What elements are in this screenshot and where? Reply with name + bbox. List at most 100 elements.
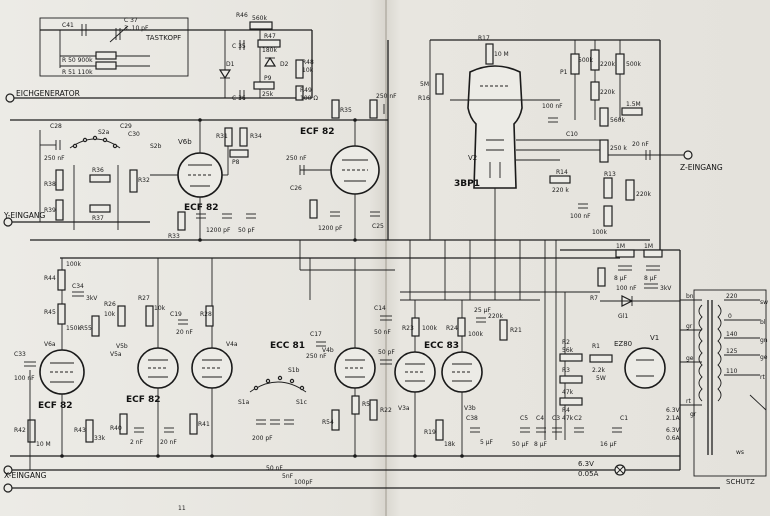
label-r3-val: 47k	[562, 389, 574, 396]
diode-d2	[263, 56, 277, 67]
resistor-r32	[129, 169, 138, 193]
label-s1c: S1c	[296, 399, 307, 406]
junction	[210, 454, 214, 458]
label-v4b: V4b	[322, 347, 334, 354]
label-r32: R32	[138, 177, 150, 184]
label-r50: R 50 900k	[62, 57, 93, 64]
label-r4-val: 47k	[562, 415, 574, 422]
switch-contact	[299, 385, 305, 391]
potentiometer-p1[interactable]	[570, 53, 580, 75]
resistor-r14	[549, 175, 571, 184]
switch-contact	[102, 137, 108, 143]
label-r43: R43	[74, 427, 86, 434]
terminal-ground[interactable]	[3, 483, 13, 493]
label-ecf82-v6a: ECF 82	[38, 401, 73, 411]
label-r39: R39	[44, 207, 56, 214]
terminal-z-eingang[interactable]	[683, 150, 693, 160]
label-v4a: V4a	[226, 341, 238, 348]
resistor-r39	[55, 199, 64, 221]
label-r21: R21	[510, 327, 522, 334]
label-v5b: V5b	[116, 343, 128, 350]
resistor-r37	[89, 204, 111, 213]
label-lamp: 6.3V	[578, 460, 594, 468]
resistor-r35	[331, 99, 340, 119]
switch-contact	[72, 143, 78, 149]
label-eichgenerator: EICHGENERATOR	[16, 89, 80, 98]
label-r10-val: 220k	[600, 61, 615, 68]
potentiometer-p4[interactable]	[603, 205, 613, 227]
label-r46-val: 560k	[252, 15, 267, 22]
label-c34-v: 3kV	[86, 295, 98, 302]
resistor-r17	[485, 43, 494, 65]
label-v2: V2	[468, 154, 477, 162]
label-r27-val: 10k	[154, 305, 166, 312]
label-r19-val: 18k	[444, 441, 456, 448]
label-c5-val: 50 µF	[512, 441, 529, 448]
label-tap-0: 0	[728, 313, 732, 320]
potentiometer-p2[interactable]	[615, 53, 625, 75]
label-r31: R31	[216, 133, 228, 140]
label-r38: R38	[44, 181, 56, 188]
label-c14-val: 50 nF	[374, 329, 391, 336]
terminal-eichgenerator[interactable]	[5, 93, 15, 103]
label-c37-val: 3..10 pF	[124, 25, 149, 32]
label-ws: ws	[736, 449, 744, 456]
label-r48-val: 10k	[302, 67, 314, 74]
junction	[353, 454, 357, 458]
label-3bp1: 3BP1	[454, 179, 480, 189]
label-c38: C38	[466, 415, 478, 422]
label-r40: R40	[110, 425, 122, 432]
terminal-y-eingang[interactable]	[3, 217, 13, 227]
terminal-x-eingang[interactable]	[3, 465, 13, 475]
resistor-r45	[57, 303, 66, 325]
label-p1-val: 500k	[578, 57, 593, 64]
mains-switch[interactable]	[749, 394, 767, 411]
junction	[460, 454, 464, 458]
junction	[198, 118, 202, 122]
label-r26: R26	[104, 301, 116, 308]
label-r42-val: 10 M	[36, 441, 51, 448]
resistor-r22	[369, 399, 378, 421]
label-sec2-a: 0.6A	[666, 435, 681, 442]
trimmer-arrow	[109, 25, 129, 43]
transformer-box	[693, 289, 767, 477]
label-r17-val: 10 M	[494, 51, 509, 58]
switch-s2a[interactable]	[69, 138, 121, 149]
switch-contact	[253, 385, 259, 391]
junction	[413, 454, 417, 458]
label-c33-val: 100 nF	[14, 375, 35, 382]
label-r1-w: 5W	[596, 375, 606, 382]
label-lamp-a: 0.05A	[578, 470, 599, 478]
label-r2-val: 56k	[562, 347, 574, 354]
label-r23: R23	[402, 325, 414, 332]
pilot-lamp	[615, 465, 625, 475]
resistor-r43	[85, 419, 94, 443]
label-s2a: S2a	[98, 129, 110, 136]
resistor-r42	[27, 419, 36, 443]
label-tap-220: 220	[726, 293, 738, 300]
label-c33: C33	[14, 351, 26, 358]
resistor-r48	[295, 59, 304, 79]
label-p3-val: 250 k	[610, 145, 627, 152]
resistor-r38	[55, 169, 64, 191]
label-bl: bl	[760, 319, 766, 326]
resistor-r15	[625, 179, 635, 201]
switch-s1a[interactable]	[249, 381, 307, 393]
resistor-r12	[599, 107, 609, 127]
potentiometer-p3[interactable]	[599, 139, 609, 163]
resistor-r47	[257, 39, 281, 48]
label-r8: 1M	[616, 243, 625, 250]
label-c40-val: 20 nF	[632, 141, 649, 148]
resistor-r13	[603, 177, 613, 199]
resistor-r51	[95, 61, 117, 70]
label-y-eingang: Y-EINGANG	[3, 211, 46, 220]
switch-contact	[265, 378, 271, 384]
probe-box	[39, 17, 189, 77]
resistor-r16	[435, 73, 444, 95]
label-r15-val: 220k	[636, 191, 651, 198]
label-ecf82-bottom: ECF 82	[126, 395, 161, 405]
label-sw-50nf: 50 nF	[266, 465, 283, 472]
label-p2-val: 500k	[626, 61, 641, 68]
transformer-primary	[698, 304, 703, 402]
resistor-r31b	[309, 199, 318, 219]
